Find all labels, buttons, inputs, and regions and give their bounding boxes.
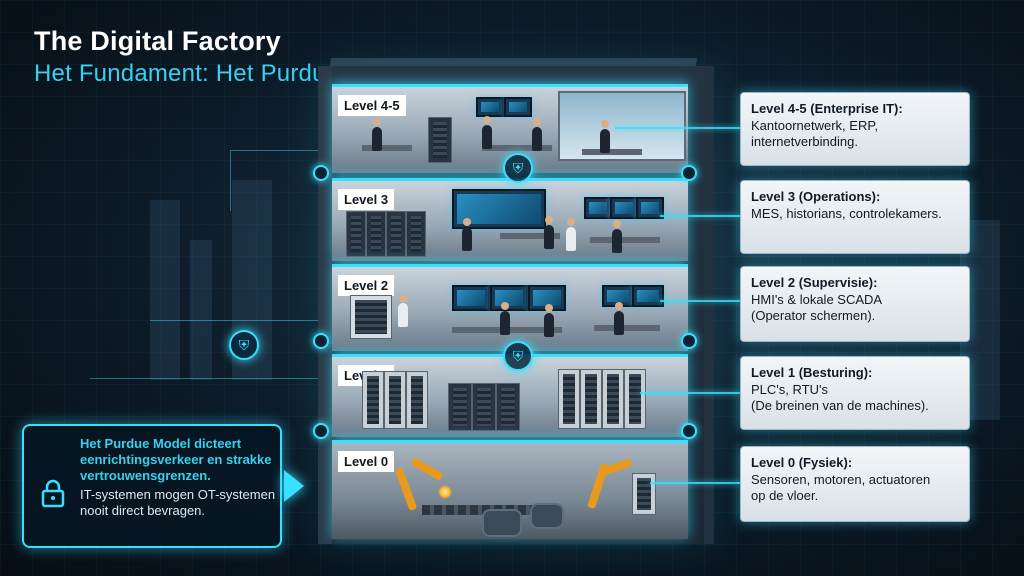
card-title: Level 0 (Fysiek):	[751, 455, 853, 470]
shield-icon: ⛨	[503, 341, 533, 371]
robot-arm	[410, 457, 444, 481]
person	[612, 220, 622, 253]
plc-cabinet	[496, 383, 520, 431]
callout-headline: Het Purdue Model dicteert eenrichtingsve…	[80, 436, 272, 483]
control-panel	[350, 295, 392, 339]
network-node-icon	[681, 333, 697, 349]
lock-icon	[41, 479, 65, 508]
person	[462, 218, 472, 251]
callout-arrow-icon	[284, 470, 304, 502]
card-text: Sensoren, motoren, actuatoren op de vloe…	[751, 472, 931, 503]
card-title: Level 2 (Supervisie):	[751, 275, 878, 290]
floor-level-2: Level 2	[332, 264, 688, 351]
card-title: Level 3 (Operations):	[751, 189, 881, 204]
server-rack	[428, 117, 452, 163]
person	[532, 118, 542, 151]
info-card-level-2: Level 2 (Supervisie): HMI's & lokale SCA…	[740, 266, 970, 342]
person	[544, 216, 554, 249]
electric-motor	[530, 503, 564, 529]
floor-level-0: Level 0	[332, 440, 688, 539]
electric-motor	[482, 509, 522, 537]
robot-arm	[394, 466, 418, 512]
plc-cabinet	[472, 383, 496, 431]
shield-icon: ⛨	[229, 330, 259, 360]
person	[566, 218, 576, 251]
card-text: MES, historians, controlekamers.	[751, 206, 942, 221]
server-rack	[346, 211, 366, 257]
control-desk	[500, 233, 560, 239]
server-rack	[386, 211, 406, 257]
office-desk	[482, 145, 552, 151]
control-desk	[590, 237, 660, 243]
plc-cabinet	[406, 371, 428, 429]
background-skyline	[150, 200, 180, 380]
connector-line	[640, 392, 740, 394]
network-node-icon	[313, 333, 329, 349]
floor-level-1: Level 1	[332, 354, 688, 437]
card-text: HMI's & lokale SCADA (Operator schermen)…	[751, 292, 883, 323]
plc-cabinet	[448, 383, 472, 431]
rtu-cabinet	[624, 369, 646, 429]
network-node-icon	[313, 423, 329, 439]
info-card-level-3: Level 3 (Operations): MES, historians, c…	[740, 180, 970, 254]
rtu-cabinet	[580, 369, 602, 429]
operator-desk	[594, 325, 660, 331]
floor-level-3: Level 3	[332, 178, 688, 261]
person	[372, 118, 382, 151]
floor-label: Level 0	[338, 451, 395, 472]
plc-cabinet	[384, 371, 406, 429]
network-node-icon	[681, 423, 697, 439]
info-card-level-1: Level 1 (Besturing): PLC's, RTU's (De br…	[740, 356, 970, 430]
person	[500, 302, 510, 335]
office-desk	[362, 145, 412, 151]
circuit-trace	[230, 150, 321, 211]
person	[544, 304, 554, 337]
person	[482, 116, 492, 149]
floor-label: Level 2	[338, 275, 395, 296]
network-node-icon	[313, 165, 329, 181]
hmi-screen	[632, 285, 664, 307]
hmi-screen	[452, 285, 490, 311]
wall-screen	[584, 197, 612, 219]
info-card-level-0: Level 0 (Fysiek): Sensoren, motoren, act…	[740, 446, 970, 522]
connector-line	[615, 127, 740, 129]
callout-text: IT-systemen mogen OT-systemen nooit dire…	[80, 487, 276, 518]
office-desk	[582, 149, 642, 155]
connector-line	[650, 482, 740, 484]
plc-cabinet	[362, 371, 384, 429]
card-text: Kantoornetwerk, ERP, internetverbinding.	[751, 118, 878, 149]
wall-screen	[504, 97, 532, 117]
network-node-icon	[681, 165, 697, 181]
background-skyline	[190, 240, 212, 380]
wall-screen	[610, 197, 638, 219]
rtu-cabinet	[558, 369, 580, 429]
hmi-screen	[490, 285, 528, 311]
rtu-cabinet	[602, 369, 624, 429]
card-text: PLC's, RTU's (De breinen van de machines…	[751, 382, 929, 413]
card-title: Level 1 (Besturing):	[751, 365, 873, 380]
welding-spark	[438, 485, 452, 499]
sensor-panel	[632, 473, 656, 515]
info-card-level-4-5: Level 4-5 (Enterprise IT): Kantoornetwer…	[740, 92, 970, 166]
person	[600, 120, 610, 153]
shield-icon: ⛨	[503, 153, 533, 183]
server-rack	[406, 211, 426, 257]
person	[614, 302, 624, 335]
wall-screen	[476, 97, 504, 117]
robot-arm	[601, 458, 633, 476]
floor-label: Level 3	[338, 189, 395, 210]
callout-box	[22, 424, 282, 548]
server-rack	[366, 211, 386, 257]
title: The Digital Factory	[34, 26, 281, 56]
wall-screen	[636, 197, 664, 219]
person	[398, 294, 408, 327]
card-title: Level 4-5 (Enterprise IT):	[751, 101, 903, 116]
connector-line	[660, 300, 740, 302]
connector-line	[660, 215, 740, 217]
circuit-trace	[90, 378, 321, 409]
floor-label: Level 4-5	[338, 95, 406, 116]
